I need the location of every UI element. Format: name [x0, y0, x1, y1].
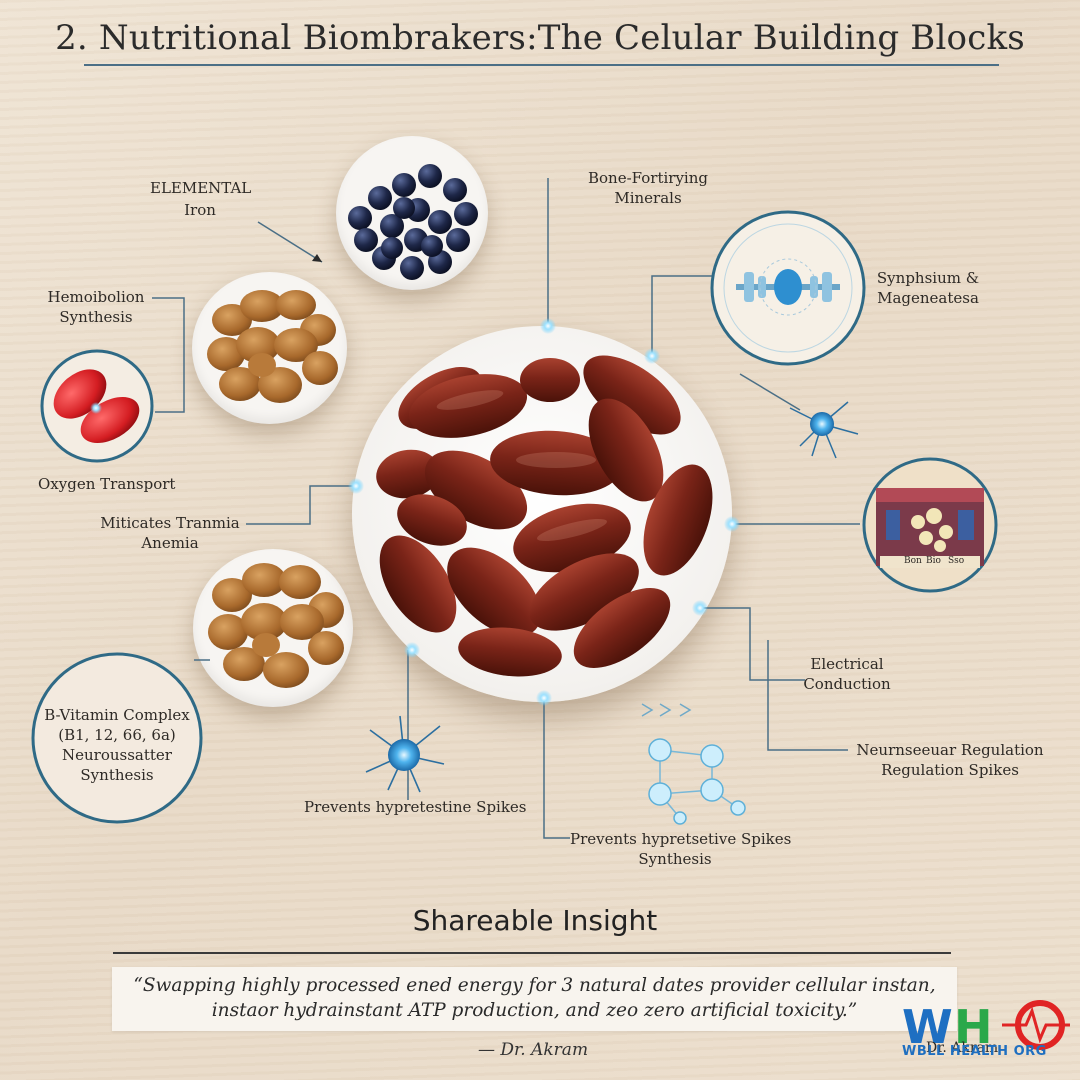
label-bone-minerals: Bone-Fortirying Minerals [588, 169, 708, 207]
quote-author: — Dr. Akram [478, 1040, 589, 1060]
label-b-vitamin: B-Vitamin Complex (B1, 12, 66, 6a) Neuro… [44, 706, 190, 784]
label-prevents-mid: Prevents hypretsetive Spikes Synthesis [570, 830, 792, 868]
walnuts-bottom [208, 563, 344, 688]
logo-overlap-text: Dr. Akram [926, 1040, 999, 1056]
b-vitamin-badge [31, 652, 203, 824]
label-electrical: Electrical Conduction [803, 655, 891, 693]
logo-org-text: WBLL HEALTH ORG [902, 1044, 1047, 1059]
magnesium-badge [710, 210, 866, 366]
heartbeat-icon [1002, 1006, 1070, 1044]
badge-text-bio: Bio [926, 556, 941, 566]
glow-points [348, 318, 740, 706]
insight-divider [113, 952, 951, 954]
health-org-logo: W H [902, 1000, 1070, 1054]
quote-box [112, 967, 957, 1031]
label-prevents-left: Prevents hypretestine Spikes [304, 798, 527, 816]
badge-text-sso: Sso [948, 556, 965, 566]
label-elemental-iron: ELEMENTAL Iron [150, 179, 252, 219]
blueberries [348, 164, 478, 280]
electrolyte-badge [862, 457, 998, 593]
logo-letter-h: H [954, 1000, 993, 1054]
label-mitigates-anemia: Miticates Tranmia Anemia [100, 514, 240, 552]
label-oxygen-transport: Oxygen Transport [38, 475, 176, 493]
badge-text-bon: Bon [904, 556, 922, 566]
molecule-icon [641, 703, 746, 825]
insight-heading: Shareable Insight [412, 904, 658, 937]
label-neuro-regulation: Neurnseeuar Regulation Regulation Spikes [856, 741, 1044, 779]
dates [376, 355, 713, 677]
page-title: 2. Nutritional Biombrakers:The Celular B… [55, 18, 1025, 58]
logo-letter-w: W [902, 1000, 953, 1054]
walnuts-top [207, 290, 338, 403]
insight-quote: “Swapping highly processed ened energy f… [133, 975, 936, 1021]
title-underline [84, 64, 999, 66]
connector-lines [152, 178, 860, 839]
label-synphsium: Synphsium & Mageneatesa [876, 269, 980, 307]
rbc-badge [40, 349, 154, 463]
neuron-icon-left [365, 715, 445, 793]
neuron-icon-right [789, 401, 859, 459]
label-hemo-synthesis: Hemoibolion Synthesis [47, 288, 145, 326]
